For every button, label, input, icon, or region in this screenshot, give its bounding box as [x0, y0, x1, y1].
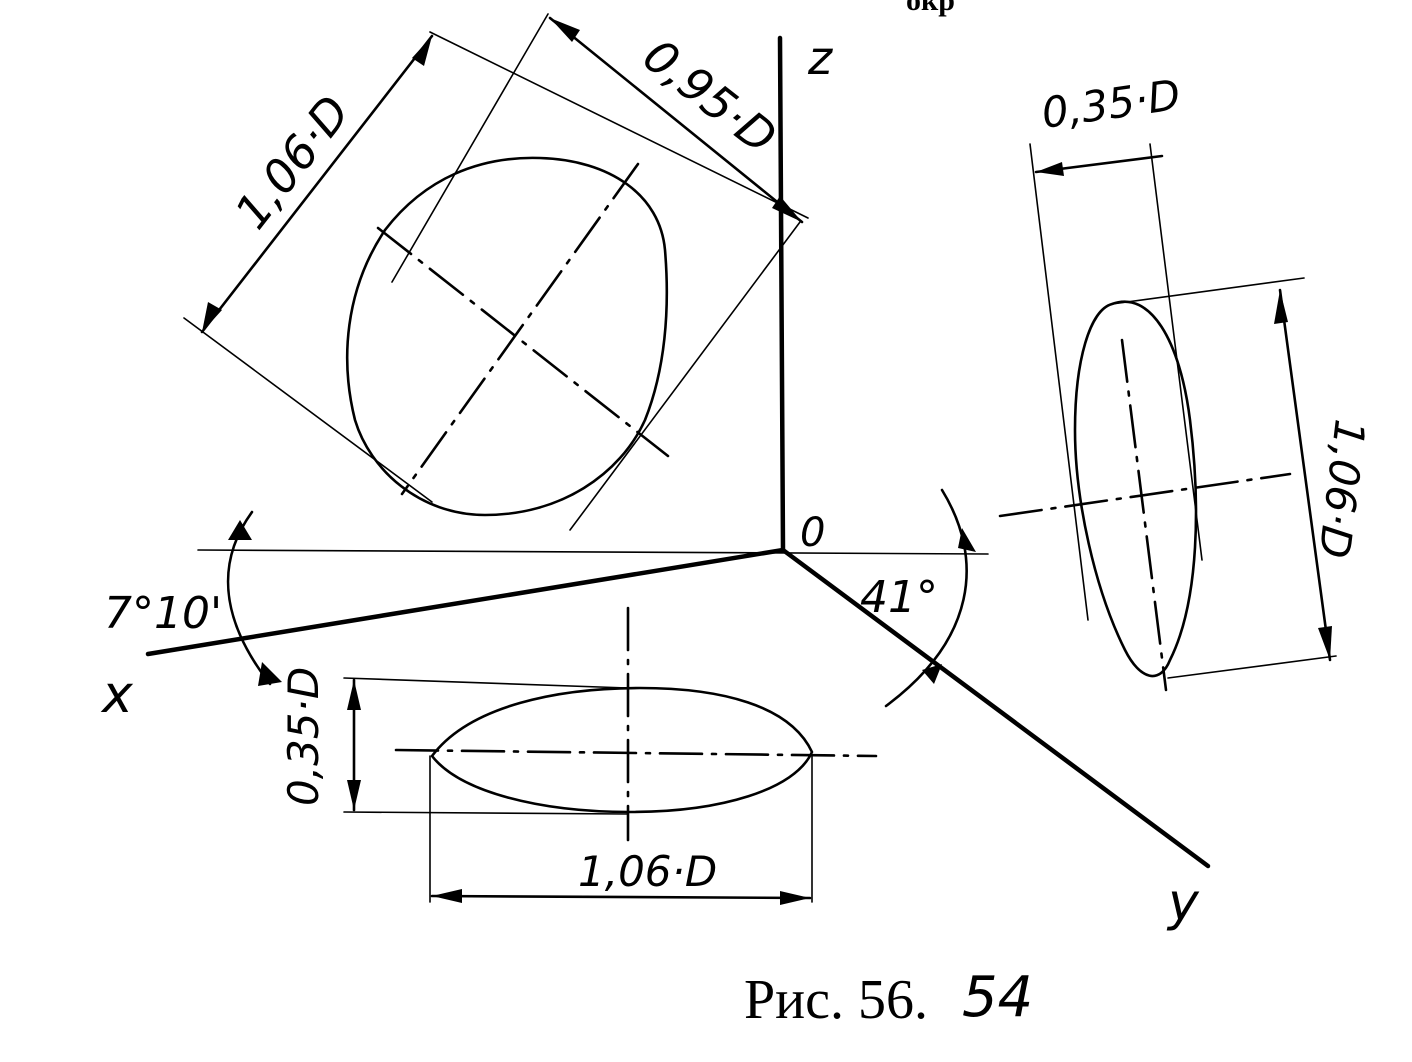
- y-angle-label: 41°: [860, 572, 938, 623]
- bottom-major-arrow-2: [780, 891, 810, 905]
- right-major-dimension-label: 1,06·D: [1309, 417, 1375, 561]
- bottom-minor-arrow-2: [347, 780, 361, 810]
- bottom-ellipse-centerline-horizontal: [394, 748, 878, 758]
- bottom-ellipse: [430, 686, 814, 814]
- bottom-ellipse-group: [343, 606, 878, 905]
- top-ellipse-bound-4: [569, 221, 801, 531]
- top-ellipse-bound-1: [429, 31, 809, 219]
- x-angle-arrow-top: [228, 520, 252, 540]
- y-angle-arrow-bottom: [922, 664, 942, 684]
- right-ellipse-centerline-vertical: [1120, 338, 1168, 692]
- x-angle-arrow-bottom: [258, 662, 282, 686]
- bottom-major-arrow-1: [432, 889, 462, 903]
- top-ellipse-bound-2: [391, 13, 549, 283]
- top-major-arrow-2: [202, 302, 222, 332]
- y-angle-arrow-top: [958, 528, 976, 552]
- z-axis-label: z: [807, 31, 833, 85]
- top-minor-arrow-2: [772, 196, 802, 222]
- axes-group: [145, 35, 1211, 869]
- right-ellipse-group: [998, 143, 1337, 692]
- angle-arcs-group: [226, 488, 976, 708]
- top-text-fragment: окр: [906, 0, 955, 17]
- y-axis: [780, 547, 1211, 869]
- right-ellipse-bound-1: [1029, 143, 1089, 621]
- right-ellipse: [1073, 300, 1198, 678]
- top-major-dimension-line: [200, 34, 434, 334]
- top-ellipse-group: [183, 13, 809, 531]
- horizontal-reference-line: [197, 549, 989, 555]
- x-axis: [145, 547, 786, 657]
- y-angle-arc: [884, 488, 968, 708]
- bottom-major-dimension-line: [430, 894, 812, 900]
- right-ellipse-bound-3: [1111, 277, 1305, 305]
- top-ellipse-centerline-2: [400, 162, 640, 496]
- top-ellipse: [345, 156, 669, 517]
- right-minor-dimension-label: 0,35·D: [1039, 70, 1184, 138]
- figure-caption-printed: Рис. 56.: [744, 969, 928, 1031]
- right-ellipse-centerline-horizontal: [998, 472, 1292, 518]
- y-axis-label: y: [1166, 873, 1200, 933]
- bottom-major-dimension-label: 1,06·D: [578, 847, 717, 896]
- right-major-dimension-line: [1278, 288, 1332, 662]
- right-major-arrow-2: [1318, 626, 1332, 660]
- bottom-minor-arrow-1: [347, 680, 361, 710]
- top-major-arrow-1: [412, 36, 432, 66]
- bottom-ellipse-bound-bottom: [343, 811, 629, 815]
- top-minor-dimension-line: [548, 16, 804, 224]
- x-axis-label: x: [100, 665, 134, 725]
- bottom-ellipse-bound-top: [343, 677, 629, 689]
- x-angle-label: 7°10': [104, 588, 222, 639]
- top-ellipse-centerline-1: [376, 226, 670, 458]
- z-axis: [777, 35, 786, 553]
- right-major-arrow-1: [1274, 290, 1288, 324]
- labels-group: z x y 0 7°10' 41° 1,06·D 0,95·D 0,35·D 1…: [100, 0, 1375, 1031]
- figure-caption-handwritten-number: 54: [962, 965, 1033, 1030]
- top-ellipse-bound-3: [183, 317, 433, 503]
- origin-label: 0: [800, 510, 825, 556]
- right-ellipse-bound-2: [1149, 143, 1203, 561]
- right-ellipse-bound-4: [1167, 655, 1337, 679]
- top-minor-arrow-1: [550, 18, 580, 42]
- right-minor-arrow: [1036, 162, 1064, 176]
- bottom-minor-dimension-label: 0,35·D: [279, 667, 328, 806]
